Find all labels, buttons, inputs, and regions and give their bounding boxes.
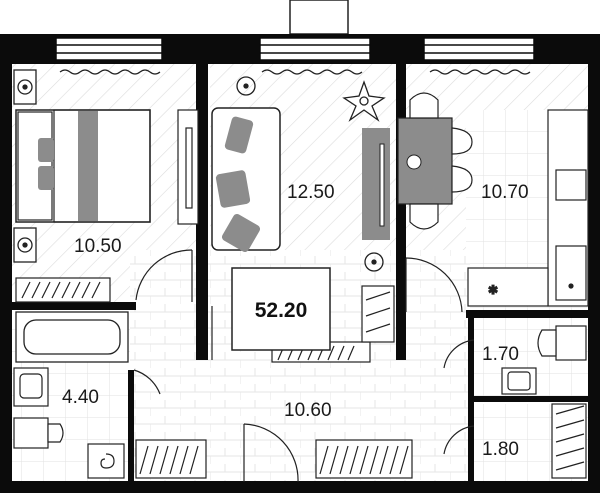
sofa <box>211 107 281 253</box>
area-hallway: 10.60 <box>284 400 332 421</box>
bathroom-fixtures <box>13 367 125 479</box>
bathtub <box>15 311 129 363</box>
total-area-label: 52.20 <box>255 299 308 322</box>
storage-shelving <box>551 403 587 479</box>
area-toilet: 1.70 <box>482 344 519 365</box>
area-storage: 1.80 <box>482 439 519 460</box>
plant-icon <box>342 80 386 122</box>
area-living: 12.50 <box>287 182 335 203</box>
living-lamps <box>236 76 384 272</box>
bed <box>15 109 151 223</box>
total-area-box <box>231 267 331 351</box>
balcony-stub <box>289 0 349 35</box>
toilet-fixtures <box>501 325 587 395</box>
bedroom-lamps <box>13 69 37 263</box>
area-kitchen: 10.70 <box>481 182 529 203</box>
hallway-wardrobes <box>135 439 413 479</box>
area-bedroom: 10.50 <box>74 236 122 257</box>
dining-table <box>397 92 473 230</box>
bedroom-wardrobe <box>15 277 111 303</box>
doors <box>133 249 475 483</box>
area-bathroom: 4.40 <box>62 387 99 408</box>
living-cabinet <box>177 109 199 225</box>
radiators <box>59 69 531 75</box>
flower-icon <box>406 154 422 170</box>
kitchen-counter: ✱ <box>467 109 589 307</box>
windows <box>55 37 535 61</box>
tv-stand <box>362 128 390 240</box>
svg-text:✱: ✱ <box>488 283 498 297</box>
